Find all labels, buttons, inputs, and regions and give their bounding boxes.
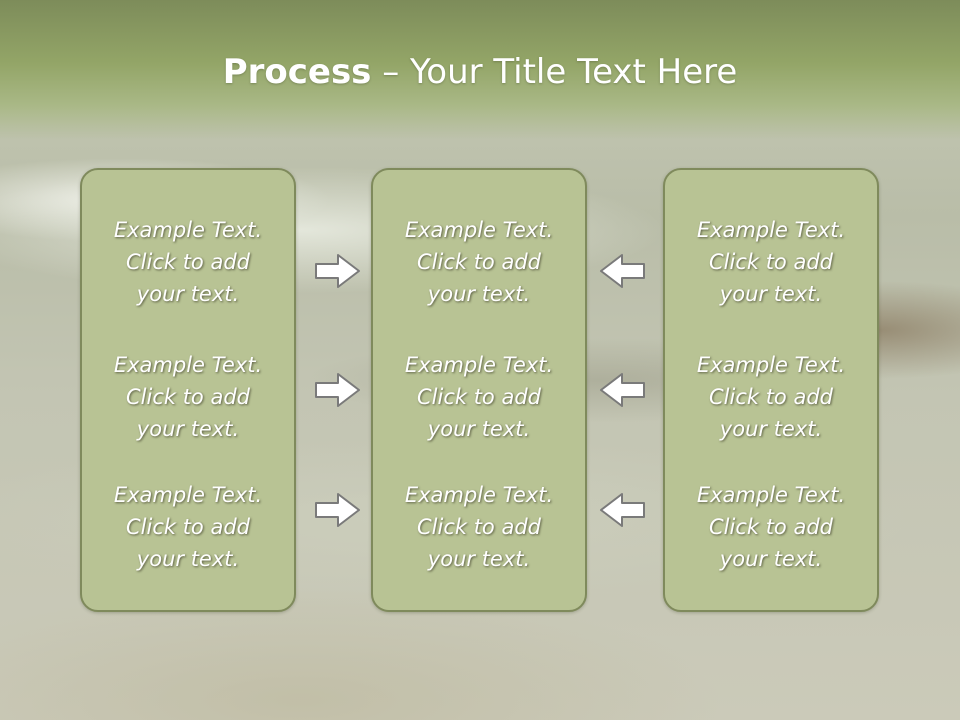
column-box-middle[interactable]: Example Text. Click to add your text. Ex… (371, 168, 587, 612)
right-arrow-icon (315, 373, 360, 407)
right-arrow-icon (315, 254, 360, 288)
title-bar (0, 0, 960, 140)
title-bold: Process (222, 52, 372, 92)
text-placeholder[interactable]: Example Text. Click to add your text. (113, 218, 263, 306)
column-box-right[interactable]: Example Text. Click to add your text. Ex… (663, 168, 879, 612)
right-arrow-icon (315, 493, 360, 527)
left-arrow-icon (600, 373, 645, 407)
text-placeholder[interactable]: Example Text. Click to add your text. (696, 218, 846, 306)
text-placeholder[interactable]: Example Text. Click to add your text. (404, 353, 554, 441)
text-placeholder[interactable]: Example Text. Click to add your text. (696, 483, 846, 571)
title-rest: – Your Title Text Here (371, 52, 738, 92)
slide-title[interactable]: Process – Your Title Text Here (0, 52, 960, 92)
text-placeholder[interactable]: Example Text. Click to add your text. (113, 353, 263, 441)
text-placeholder[interactable]: Example Text. Click to add your text. (404, 483, 554, 571)
text-placeholder[interactable]: Example Text. Click to add your text. (404, 218, 554, 306)
text-placeholder[interactable]: Example Text. Click to add your text. (113, 483, 263, 571)
text-placeholder[interactable]: Example Text. Click to add your text. (696, 353, 846, 441)
left-arrow-icon (600, 254, 645, 288)
left-arrow-icon (600, 493, 645, 527)
column-box-left[interactable]: Example Text. Click to add your text. Ex… (80, 168, 296, 612)
